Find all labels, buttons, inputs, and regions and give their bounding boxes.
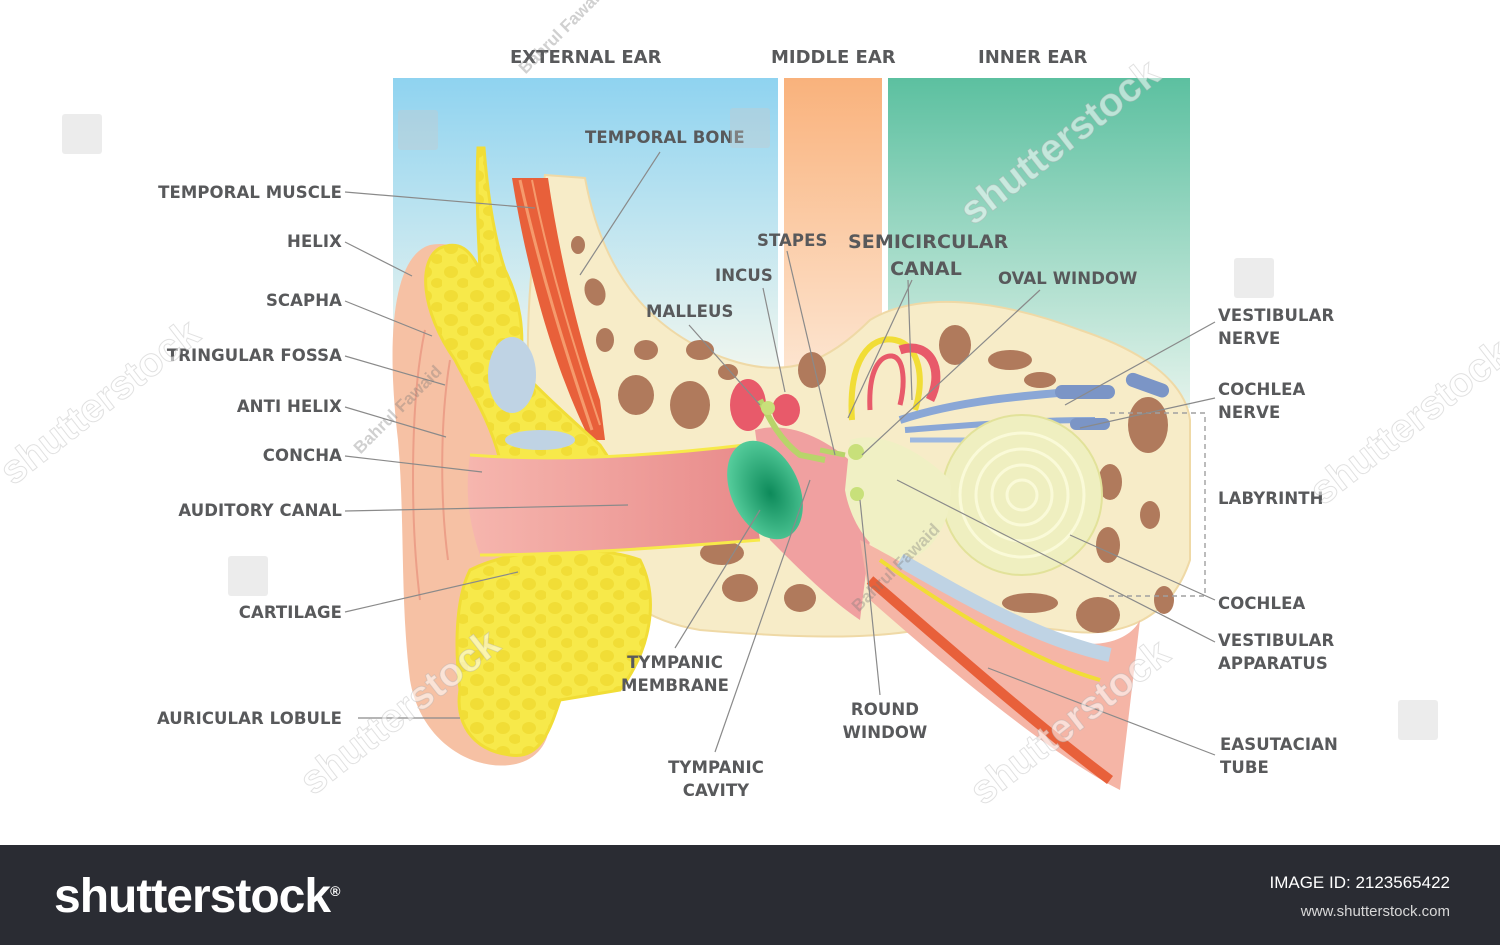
label-semicircular-canal: SEMICIRCULAR CANAL — [848, 229, 1009, 283]
bone-pores — [571, 236, 1174, 633]
image-id: IMAGE ID: 2123565422 — [1269, 873, 1450, 892]
footer-bar: shutterstock® IMAGE ID: 2123565422 www.s… — [0, 845, 1500, 945]
label-auditory-canal: AUDITORY CANAL — [178, 501, 342, 520]
label-eustachian-tube-line1: EASUTACIAN — [1220, 735, 1338, 754]
label-temporal-muscle: TEMPORAL MUSCLE — [158, 183, 342, 202]
label-anti-helix: ANTI HELIX — [236, 397, 342, 416]
label-tympanic-cavity-line1: TYMPANIC — [668, 758, 764, 777]
label-cochlea-nerve: COCHLEA NERVE — [1218, 378, 1305, 424]
ear-cartilage — [424, 146, 613, 462]
section-external-ear: EXTERNAL EAR — [510, 47, 662, 68]
label-oval-window: OVAL WINDOW — [998, 269, 1138, 288]
label-vestibular-nerve-line2: NERVE — [1218, 329, 1281, 348]
watermark-icon — [228, 556, 268, 596]
site-url[interactable]: www.shutterstock.com — [1300, 903, 1450, 920]
semicircular-canals — [848, 336, 941, 421]
label-eustachian-tube-line2: TUBE — [1220, 758, 1269, 777]
cochlea — [941, 414, 1103, 576]
label-cochlea: COCHLEA — [1218, 594, 1306, 613]
eustachian-tube — [860, 540, 1140, 790]
tympanic-membrane — [727, 440, 803, 540]
label-cochlea-nerve-line1: COCHLEA — [1218, 380, 1306, 399]
leader-lines — [344, 151, 1216, 756]
label-tympanic-cavity: TYMPANIC CAVITY — [656, 756, 776, 802]
label-stapes: STAPES — [757, 231, 828, 250]
brand-text: shutterstock — [54, 870, 331, 923]
label-round-window-line1: ROUND — [850, 700, 920, 719]
label-temporal-bone: TEMPORAL BONE — [585, 128, 745, 147]
label-vestibular-apparatus: VESTIBULAR APPARATUS — [1218, 629, 1334, 675]
watermark-icon — [1398, 700, 1438, 740]
label-malleus: MALLEUS — [646, 302, 734, 321]
label-tympanic-membrane: TYMPANIC MEMBRANE — [610, 651, 740, 697]
label-vestibular-apparatus-line2: APPARATUS — [1218, 654, 1328, 673]
labyrinth-bracket — [1105, 412, 1206, 597]
label-triangular-fossa: TRINGULAR FOSSA — [166, 346, 342, 365]
watermark-icon — [398, 110, 438, 150]
section-inner-ear: INNER EAR — [978, 47, 1088, 68]
label-concha: CONCHA — [262, 446, 342, 465]
watermark-icon — [730, 108, 770, 148]
label-tympanic-membrane-line2: MEMBRANE — [620, 676, 730, 695]
shutterstock-logo[interactable]: shutterstock® — [54, 869, 340, 924]
label-round-window: ROUND WINDOW — [830, 698, 940, 744]
label-semicircular-canal-line1: SEMICIRCULAR — [848, 231, 1009, 253]
watermark-icon — [1234, 258, 1274, 298]
label-vestibular-nerve: VESTIBULAR NERVE — [1218, 304, 1334, 350]
label-cartilage: CARTILAGE — [238, 603, 342, 622]
lobule-cartilage — [455, 548, 652, 757]
label-helix: HELIX — [287, 232, 342, 251]
label-tympanic-membrane-line1: TYMPANIC — [627, 653, 723, 672]
auditory-canal — [467, 445, 760, 555]
vestibule — [845, 437, 951, 560]
label-eustachian-tube: EASUTACIAN TUBE — [1220, 733, 1338, 779]
ossicles — [730, 379, 846, 463]
label-auricular-lobule: AURICULAR LOBULE — [156, 709, 342, 728]
label-vestibular-apparatus-line1: VESTIBULAR — [1218, 631, 1335, 650]
diagram-stage: EXTERNAL EAR MIDDLE EAR INNER EAR TEMPOR… — [0, 0, 1500, 814]
label-incus: INCUS — [715, 266, 773, 285]
ear-anatomy-diagram — [344, 78, 1216, 790]
registered-mark: ® — [330, 883, 340, 899]
label-semicircular-canal-line2: CANAL — [890, 258, 962, 280]
section-middle-ear: MIDDLE EAR — [771, 47, 896, 68]
label-round-window-line2: WINDOW — [842, 723, 928, 742]
label-labyrinth: LABYRINTH — [1218, 489, 1324, 508]
label-tympanic-cavity-line2: CAVITY — [682, 781, 750, 800]
label-scapha: SCAPHA — [265, 291, 342, 310]
watermark-icon — [62, 114, 102, 154]
label-cochlea-nerve-line2: NERVE — [1218, 403, 1281, 422]
label-vestibular-nerve-line1: VESTIBULAR — [1218, 306, 1335, 325]
